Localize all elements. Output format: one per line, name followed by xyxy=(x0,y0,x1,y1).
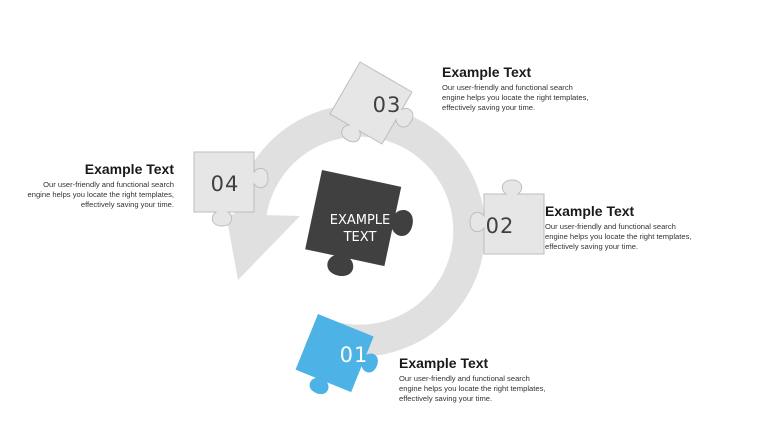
callout-01-body: Our user-friendly and functional search … xyxy=(399,374,546,403)
cycle-arrow-head xyxy=(226,214,300,280)
step-number-03: 03 xyxy=(373,93,402,117)
callout-04: Example Text Our user-friendly and funct… xyxy=(24,161,174,210)
callout-01-title: Example Text xyxy=(399,355,489,371)
callout-03-title: Example Text xyxy=(442,64,532,80)
callout-02-title: Example Text xyxy=(545,203,635,219)
callout-03: Example Text Our user-friendly and funct… xyxy=(442,64,592,113)
callout-02: Example Text Our user-friendly and funct… xyxy=(545,203,695,252)
step-number-04: 04 xyxy=(211,172,240,196)
cycle-arrow-band xyxy=(234,104,486,357)
callout-03-body: Our user-friendly and functional search … xyxy=(442,83,589,112)
callout-02-body: Our user-friendly and functional search … xyxy=(545,222,692,251)
step-number-02: 02 xyxy=(486,214,515,238)
cycle-arrow xyxy=(226,104,486,357)
callout-04-title: Example Text xyxy=(84,161,174,177)
callout-01: Example Text Our user-friendly and funct… xyxy=(399,355,549,404)
callout-04-body: Our user-friendly and functional search … xyxy=(27,180,174,209)
center-label-line1: EXAMPLE xyxy=(330,213,391,228)
step-number-01: 01 xyxy=(340,343,369,367)
center-label-line2: TEXT xyxy=(343,230,377,245)
